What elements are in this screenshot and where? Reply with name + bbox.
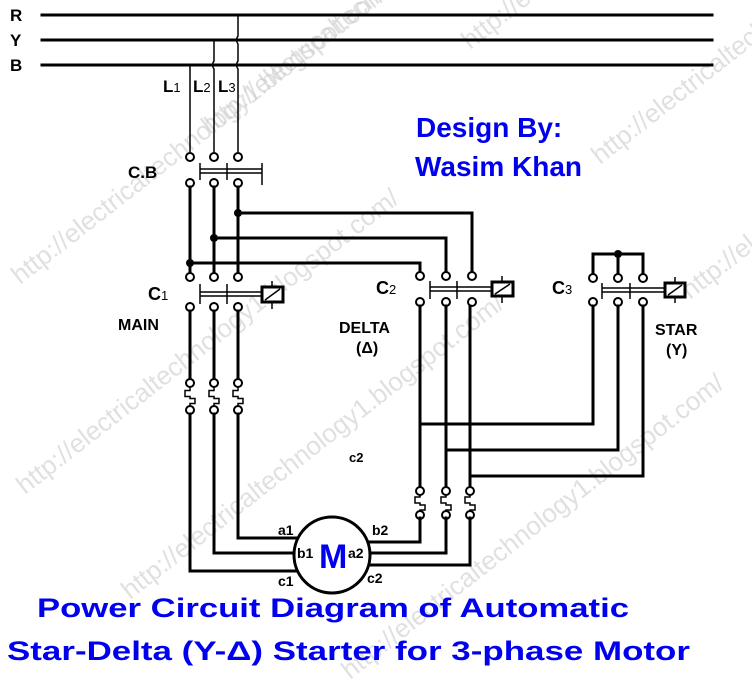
cb-contact [185, 152, 195, 162]
delta-symbol: (Δ) [356, 340, 378, 357]
overload-relay-2 [414, 486, 476, 520]
supply-bus: R Y B [10, 6, 714, 75]
contactor-c3-star: C3 STAR (Y) [552, 250, 698, 359]
cb-label: C.B [128, 163, 157, 182]
phase-label-r: R [10, 6, 22, 25]
line-labels: L1 L2 L3 [163, 77, 236, 96]
overload-contact [185, 378, 195, 388]
thermal-element-icon [184, 387, 196, 406]
line-label-l3: L3 [218, 77, 236, 96]
terminal-a1: a1 [278, 522, 294, 538]
overload-contact [209, 378, 219, 388]
motor-feed-wires-1 [188, 412, 301, 573]
delta-star-wires [418, 304, 645, 490]
terminal-c1: c1 [278, 573, 294, 589]
line-label-l1: L1 [163, 77, 181, 96]
main-wires [188, 309, 240, 381]
title-line2: Star-Delta (Y-Δ) Starter for 3-phase Mot… [7, 636, 691, 666]
feeder-wires [186, 185, 474, 274]
cb-contact [209, 152, 219, 162]
cb-contact [233, 152, 243, 162]
watermark: http://electricaltechnology1.blogspot.co… [455, 0, 752, 55]
motor-m-label: M [319, 538, 347, 576]
line-drops [189, 15, 239, 152]
motor-symbol [292, 515, 372, 595]
overload-contact [233, 378, 243, 388]
overload-contact [465, 486, 475, 496]
motor: M a1 b1 c1 a2 b2 c2 c2 [278, 450, 389, 595]
stray-c2-label: c2 [349, 450, 363, 465]
phase-label-b: B [10, 56, 22, 75]
c2-label: C2 [376, 278, 396, 298]
contactor-c2-delta: C2 DELTA (Δ) [339, 271, 515, 357]
star-symbol: (Y) [666, 342, 687, 359]
c1-label: C1 [148, 284, 168, 304]
thermal-element-icon [414, 495, 426, 511]
thermal-element-icon [232, 387, 244, 406]
c3-label: C3 [552, 278, 572, 298]
credit: Design By: Wasim Khan [415, 112, 582, 182]
drop-l2 [211, 40, 215, 152]
overload-contact [441, 486, 451, 496]
diagram-title: Power Circuit Diagram of Automatic Star-… [7, 593, 691, 666]
terminal-b1: b1 [297, 545, 314, 561]
motor-feed-wires-2 [365, 516, 472, 567]
terminal-b2: b2 [372, 522, 389, 538]
delta-label: DELTA [339, 320, 390, 337]
thermal-element-icon [208, 387, 220, 406]
main-label: MAIN [118, 317, 159, 334]
title-line1: Power Circuit Diagram of Automatic [37, 593, 629, 623]
terminal-c2: c2 [367, 570, 383, 586]
credit-line1: Design By: [416, 112, 562, 143]
phase-label-y: Y [10, 31, 22, 50]
overload-relay-1 [184, 378, 244, 415]
terminal-a2: a2 [348, 545, 364, 561]
credit-line2: Wasim Khan [415, 151, 582, 182]
thermal-element-icon [440, 495, 452, 511]
watermark: http://electricaltechnology1.blogspot.co… [585, 0, 752, 170]
watermark: http://electricaltechnology1.blogspot.co… [335, 367, 730, 681]
thermal-element-icon [464, 495, 476, 511]
drop-l3 [235, 15, 239, 152]
line-label-l2: L2 [193, 77, 211, 96]
overload-contact [415, 486, 425, 496]
star-label: STAR [655, 322, 698, 339]
